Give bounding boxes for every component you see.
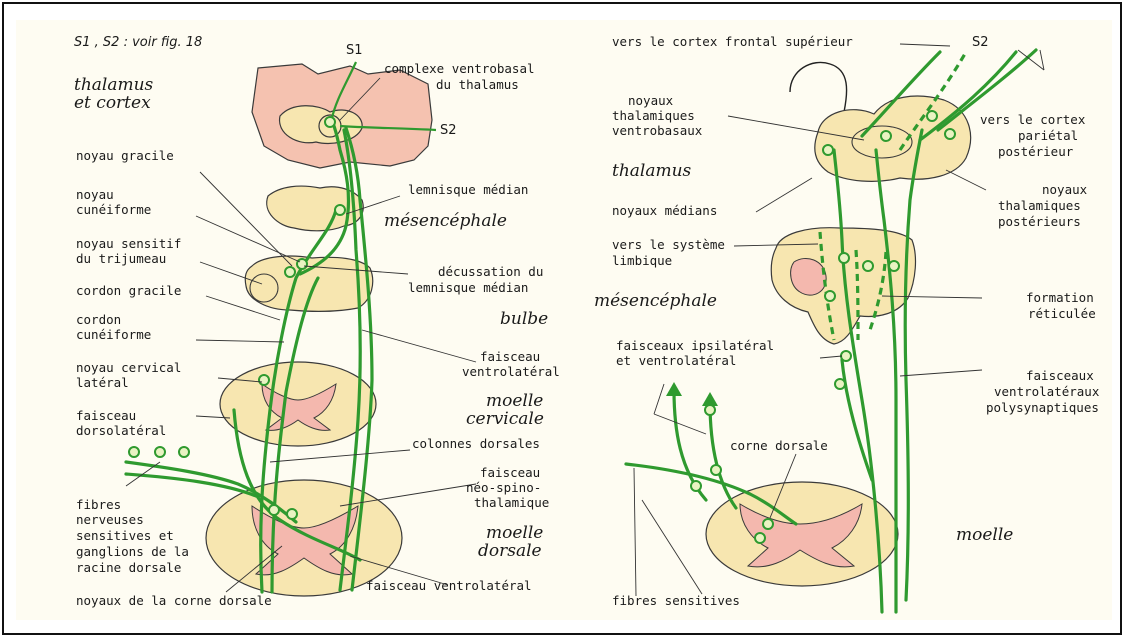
label-faisceaux-vl-poly-1: faisceaux bbox=[1026, 368, 1094, 383]
label-fibres-3: sensitives et bbox=[76, 528, 174, 543]
ganglion-cell-1 bbox=[129, 447, 139, 457]
label-formation-2: réticulée bbox=[1028, 306, 1096, 321]
label-cordon-cuneiforme-1: cordon bbox=[76, 312, 121, 327]
lateral-cervical-neuron bbox=[259, 375, 269, 385]
ganglion-cell-2 bbox=[155, 447, 165, 457]
label-fibres-1: fibres bbox=[76, 497, 121, 512]
label-faisceau-vl-c-1: faisceau bbox=[480, 349, 540, 364]
label-faisceaux-vl-poly-3: polysynaptiques bbox=[986, 400, 1099, 415]
label-vers-parietal-2: pariétal bbox=[1018, 128, 1078, 143]
vb-neuron bbox=[823, 145, 833, 155]
label-fibres-2: nerveuses bbox=[76, 512, 144, 527]
label-vers-cortex-frontal: vers le cortex frontal supérieur bbox=[612, 34, 853, 49]
label-noyaux-medians: noyaux médians bbox=[612, 203, 717, 218]
label-faisceau-dorsolateral-1: faisceau bbox=[76, 408, 136, 423]
label-faisceaux-ipsi-2: et ventrolatéral bbox=[616, 353, 736, 368]
label-noyau-sensitif-2: du trijumeau bbox=[76, 251, 166, 266]
region-mesencephale-right: mésencéphale bbox=[594, 291, 717, 311]
label-complexe-2: du thalamus bbox=[436, 77, 519, 92]
left-pathway-diagram bbox=[126, 62, 436, 596]
ipsilateral-neuron bbox=[705, 405, 715, 415]
label-vers-limbique-2: limbique bbox=[612, 253, 672, 268]
label-cordon-cuneiforme-2: cunéiforme bbox=[76, 327, 151, 342]
reticular-neuron-3 bbox=[889, 261, 899, 271]
label-noyaux-post-3: postérieurs bbox=[998, 214, 1081, 229]
thalamic-neuron-r3 bbox=[945, 129, 955, 139]
label-neo-spino-2: néo-spino- bbox=[466, 480, 541, 495]
label-s1: S1 bbox=[346, 43, 363, 58]
arrow-up-1 bbox=[666, 382, 682, 396]
label-noyau-cuneiforme-1: noyau bbox=[76, 187, 114, 202]
mesencephalic-neuron bbox=[335, 205, 345, 215]
label-s2-right: S2 bbox=[972, 35, 989, 50]
region-moelle-cervicale-1: moelle bbox=[486, 391, 543, 411]
label-corne-dorsale: corne dorsale bbox=[730, 438, 828, 453]
reference-note: S1 , S2 : voir fig. 18 bbox=[74, 35, 202, 50]
label-faisceau-vl-bottom: faisceau ventrolatéral bbox=[366, 578, 532, 593]
label-colonnes-dorsales: colonnes dorsales bbox=[412, 436, 540, 451]
label-noyaux-vb-1: noyaux bbox=[628, 93, 674, 108]
arrow-up-2 bbox=[702, 392, 718, 406]
region-moelle-right: moelle bbox=[956, 525, 1013, 545]
label-vers-limbique-1: vers le système bbox=[612, 237, 725, 252]
region-moelle-dorsale-2: dorsale bbox=[478, 541, 542, 561]
label-noyau-cervical-1: noyau cervical bbox=[76, 360, 181, 375]
label-noyau-gracile: noyau gracile bbox=[76, 148, 174, 163]
label-faisceaux-ipsi-1: faisceaux ipsilatéral bbox=[616, 338, 774, 353]
dorsal-horn-neuron-r3 bbox=[763, 519, 773, 529]
label-s2-left: S2 bbox=[440, 123, 457, 138]
label-vers-parietal-1: vers le cortex bbox=[980, 112, 1086, 127]
dorsal-horn-neuron-r1 bbox=[691, 481, 701, 491]
cuneate-neuron bbox=[297, 259, 307, 269]
label-decussation-1: décussation du bbox=[438, 264, 543, 279]
label-neo-spino-1: faisceau bbox=[480, 465, 540, 480]
label-noyaux-vb-3: ventrobasaux bbox=[612, 123, 703, 138]
region-moelle-dorsale-1: moelle bbox=[486, 523, 543, 543]
label-neo-spino-3: thalamique bbox=[474, 495, 549, 510]
label-formation-1: formation bbox=[1026, 290, 1094, 305]
polysynaptic-neuron-1 bbox=[841, 351, 851, 361]
ganglion-cell-3 bbox=[179, 447, 189, 457]
dorsal-horn-neuron-r4 bbox=[755, 533, 765, 543]
label-noyau-cuneiforme-2: cunéiforme bbox=[76, 202, 151, 217]
label-lemnisque-median: lemnisque médian bbox=[408, 182, 528, 197]
thalamic-neuron bbox=[325, 117, 335, 127]
label-noyau-cervical-2: latéral bbox=[76, 375, 129, 390]
region-thalamus-cortex-2: et cortex bbox=[74, 93, 151, 113]
label-faisceaux-vl-poly-2: ventrolatéraux bbox=[994, 384, 1100, 399]
label-cordon-gracile: cordon gracile bbox=[76, 283, 181, 298]
reticular-neuron-2 bbox=[863, 261, 873, 271]
label-fibres-sensitives: fibres sensitives bbox=[612, 593, 740, 608]
dorsal-horn-neuron-r2 bbox=[711, 465, 721, 475]
region-thalamus-right: thalamus bbox=[612, 161, 692, 181]
label-fibres-5: racine dorsale bbox=[76, 560, 181, 575]
thalamic-neuron-r1 bbox=[881, 131, 891, 141]
reticular-neuron-1 bbox=[839, 253, 849, 263]
thalamic-neuron-r2 bbox=[927, 111, 937, 121]
label-noyaux-vb-2: thalamiques bbox=[612, 108, 695, 123]
label-decussation-2: lemnisque médian bbox=[408, 280, 528, 295]
region-bulbe: bulbe bbox=[500, 309, 548, 329]
dorsal-horn-neuron-a bbox=[269, 505, 279, 515]
label-faisceau-vl-c-2: ventrolatéral bbox=[462, 364, 560, 379]
label-noyaux-post-1: noyaux bbox=[1042, 182, 1088, 197]
reticular-neuron-4 bbox=[825, 291, 835, 301]
ascending-fiber-r3 bbox=[905, 130, 922, 600]
ipsilateral-fiber-2 bbox=[710, 402, 736, 508]
label-noyaux-post-2: thalamiques bbox=[998, 198, 1081, 213]
region-mesencephale-left: mésencéphale bbox=[384, 211, 507, 231]
label-faisceau-dorsolateral-2: dorsolatéral bbox=[76, 423, 166, 438]
gracile-neuron bbox=[285, 267, 295, 277]
label-fibres-4: ganglions de la bbox=[76, 544, 189, 559]
polysynaptic-neuron-2 bbox=[835, 379, 845, 389]
label-noyau-sensitif-1: noyau sensitif bbox=[76, 236, 181, 251]
label-complexe-1: complexe ventrobasal bbox=[384, 61, 535, 76]
label-vers-parietal-3: postérieur bbox=[998, 144, 1074, 159]
region-moelle-cervicale-2: cervicale bbox=[466, 409, 544, 429]
region-thalamus-cortex-1: thalamus bbox=[74, 75, 154, 95]
label-noyaux-corne-dorsale: noyaux de la corne dorsale bbox=[76, 593, 272, 608]
dorsal-horn-neuron-b bbox=[287, 509, 297, 519]
